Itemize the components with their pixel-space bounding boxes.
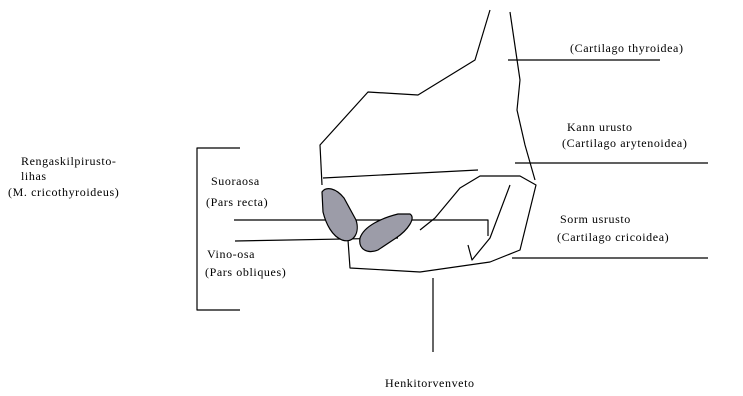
pars-recta-muscle [322,189,357,241]
muscle-fi-label-1: Rengaskilpirusto- [21,154,117,168]
muscle-latin-label: (M. cricothyroideus) [8,185,119,199]
recta-line [234,220,488,236]
cricoid-notch [468,185,510,260]
arytenoid-fi-label: Kann urusto [567,120,633,134]
trachea-label: Henkitorvenveto [385,376,475,390]
obliqua-fi-label: Vino-osa [207,247,255,261]
recta-fi-label: Suoraosa [211,174,260,188]
cricoid-latin-label: (Cartilago cricoidea) [557,230,669,244]
thyroid-cartilage [320,10,490,185]
muscle-bracket [197,148,240,310]
cricoid-fi-label: Sorm usrusto [560,212,631,226]
thyroid-cartilage-posterior [510,12,535,180]
obliqua-latin-label: (Pars obliques) [205,265,286,279]
arytenoid-latin-label: (Cartilago arytenoidea) [562,136,687,150]
recta-latin-label: (Pars recta) [206,195,268,209]
thyroid-latin-label: (Cartilago thyroidea) [570,41,684,55]
muscle-fi-label-2: lihas [21,169,47,183]
arytenoid-line [323,170,478,178]
